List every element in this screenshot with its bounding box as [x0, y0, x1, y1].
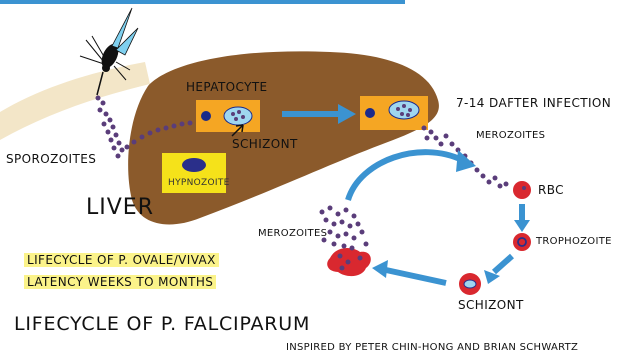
skin-band: [0, 62, 150, 140]
hypnozoite-label: HYPNOZOITE: [168, 178, 230, 188]
hypnozoite-cell: [182, 158, 206, 172]
arrow-merozoites-to-rbc: [348, 152, 462, 200]
arrow-schizont-to-merozoites: [386, 270, 446, 283]
liver-schizont-label: SCHIZONT: [232, 137, 298, 151]
rbc-cell: [513, 181, 531, 199]
lifecycle-falciparum-label: LIFECYCLE OF P. FALCIPARUM: [14, 313, 310, 335]
trophozoite-cell: [513, 233, 531, 251]
rbc-label: RBC: [538, 183, 564, 197]
blood-schizont-label: SCHIZONT: [458, 298, 524, 312]
sporozoites-label: SPOROZOITES: [6, 152, 96, 166]
days-after-infection-label: 7-14 DAFTER INFECTION: [456, 96, 611, 110]
top-bar: [0, 0, 405, 4]
hepatocyte-nucleus: [201, 111, 211, 121]
mature-schizont: [389, 101, 419, 119]
hepatocyte-label: HEPATOCYTE: [186, 80, 268, 94]
merozoites-right-label: MEROZOITES: [476, 130, 545, 141]
hepatocyte-nucleus-2: [365, 108, 375, 118]
liver-schizont: [224, 107, 252, 125]
liver-label: LIVER: [86, 195, 154, 220]
trophozoite-label: TROPHOZOITE: [536, 236, 612, 247]
arrow-trophozoite-to-schizont: [494, 256, 512, 272]
lifecycle-ovale-vivax-label: LIFECYCLE OF P. OVALE/VIVAX: [24, 253, 219, 267]
latency-label: LATENCY WEEKS TO MONTHS: [24, 275, 216, 289]
merozoites-left-label: MEROZOITES: [258, 228, 327, 239]
credit-label: INSPIRED BY PETER CHIN-HONG AND BRIAN SC…: [286, 342, 578, 353]
